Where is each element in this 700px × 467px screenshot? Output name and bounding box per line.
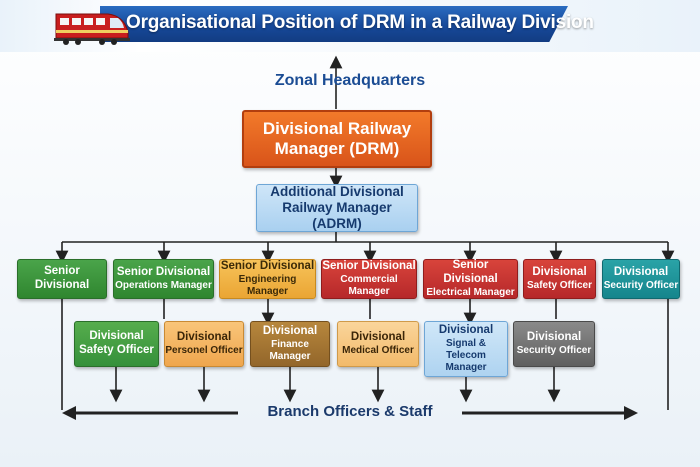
box-line2: Medical Officer	[342, 344, 414, 356]
box-line1: Divisional	[526, 331, 582, 344]
box-line1: Divisional	[438, 324, 494, 337]
adrm-line2: Railway Manager (ADRM)	[282, 199, 392, 232]
box-line2: Security Officer	[603, 279, 679, 291]
box-line2: Commercial Manager	[340, 273, 398, 297]
box-line2: Finance Manager	[269, 338, 311, 362]
senior-engineering-manager-box: Senior Divisional Engineering Manager	[219, 259, 316, 299]
box-line2: Electrical Manager	[426, 286, 515, 298]
box-line2: Security Officer	[516, 344, 592, 356]
branch-officers-staff: Branch Officers & Staff	[267, 403, 433, 420]
box-line1: Divisional	[613, 266, 669, 279]
train-icon	[50, 4, 130, 46]
box-line1: Divisional	[89, 330, 144, 343]
box-line2: Operations Manager	[115, 279, 212, 291]
box-line1: Senior Divisional	[443, 259, 498, 285]
box-line2: Safety Officer	[79, 344, 154, 356]
box-line2: Divisional	[34, 279, 90, 291]
box-line1: Divisional	[176, 331, 232, 344]
divisional-personel-officer-box: Divisional Personel Officer	[164, 321, 244, 367]
box-line2: Signal & Telecom	[445, 337, 486, 361]
adrm-line1: Additional Divisional	[270, 183, 404, 199]
box-line1: Senior Divisional	[322, 260, 416, 273]
drm-line2: Manager (DRM)	[274, 139, 400, 158]
divisional-security-officer-top-box: Divisional Security Officer	[602, 259, 680, 299]
title-bar	[100, 6, 568, 42]
box-line2: Personel Officer	[165, 344, 243, 356]
zonal-headquarters: Zonal Headquarters	[274, 72, 426, 89]
box-line2: Engineering Manager	[238, 273, 297, 297]
drm-box: Divisional Railway Manager (DRM)	[242, 110, 432, 168]
senior-electrical-manager-box: Senior Divisional Electrical Manager	[423, 259, 518, 299]
divisional-finance-manager-box: Divisional Finance Manager	[250, 321, 330, 367]
box-line1: Divisional	[350, 331, 406, 344]
senior-operations-manager-box: Senior Divisional Operations Manager	[113, 259, 214, 299]
adrm-box: Additional Divisional Railway Manager (A…	[256, 184, 418, 232]
divisional-medical-officer-box: Divisional Medical Officer	[337, 321, 419, 367]
page-title: Organisational Position of DRM in a Rail…	[126, 12, 594, 33]
box-line2: Safety Officer	[526, 279, 593, 291]
divisional-safety-officer-box: Divisional Safety Officer	[74, 321, 159, 367]
divisional-security-officer-box: Divisional Security Officer	[513, 321, 595, 367]
drm-line1: Divisional Railway	[262, 118, 412, 138]
box-line1: Divisional	[532, 266, 587, 279]
box-line1: Divisional	[262, 325, 318, 338]
box-line1: Senior Divisional	[220, 260, 315, 273]
divisional-signal-telecom-manager-box: Divisional Signal & Telecom Manager	[424, 321, 508, 377]
senior-divisional-box: Senior Divisional	[17, 259, 107, 299]
box-line3: Manager	[445, 361, 487, 373]
divisional-safety-officer-top-box: Divisional Safety Officer	[523, 259, 596, 299]
box-line1: Senior Divisional	[116, 266, 211, 279]
box-line1: Senior	[44, 265, 80, 278]
senior-commercial-manager-box: Senior Divisional Commercial Manager	[321, 259, 417, 299]
